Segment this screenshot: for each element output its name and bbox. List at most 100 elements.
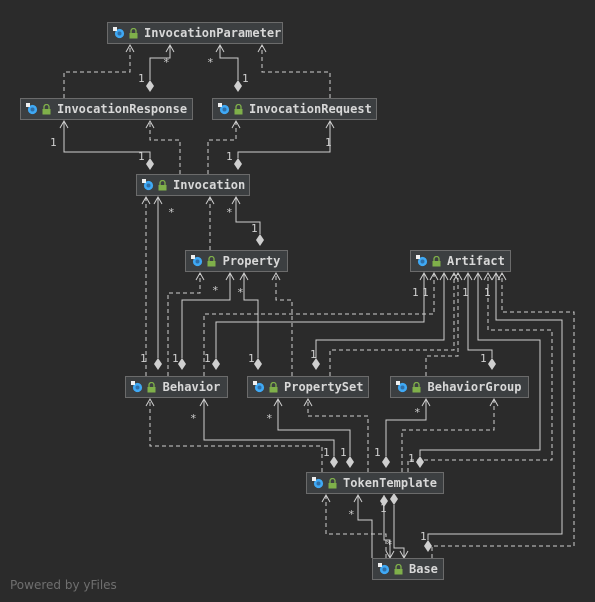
composition-diamond [330, 456, 338, 468]
composition-diamond [382, 456, 390, 468]
class-label: TokenTemplate [343, 476, 437, 490]
multiplicity-label: 1 [323, 446, 330, 459]
class-icon [191, 255, 203, 267]
multiplicity-label: 1 [374, 446, 381, 459]
class-node-behavior-group[interactable]: BehaviorGroup [390, 376, 529, 398]
lock-icon [129, 27, 138, 38]
multiplicity-label: 1 [172, 352, 179, 365]
multiplicity-label: * [237, 286, 244, 299]
class-label: InvocationRequest [249, 102, 372, 116]
class-node-invocation-request[interactable]: InvocationRequest [212, 98, 377, 120]
dashed-edge [407, 273, 553, 472]
class-icon [416, 255, 428, 267]
arrowhead [231, 195, 241, 205]
solid-edge [419, 273, 541, 456]
arrowhead [429, 271, 439, 281]
composition-diamond [212, 358, 220, 370]
multiplicity-label: 1 [412, 286, 419, 299]
arrowhead [419, 271, 429, 281]
multiplicity-label: * [226, 206, 233, 219]
multiplicity-label: 1 [484, 286, 491, 299]
composition-diamond [424, 540, 432, 552]
arrowhead [489, 397, 499, 407]
footer-credit: Powered by yFiles [10, 578, 117, 592]
multiplicity-label: 1 [340, 446, 347, 459]
arrowhead [421, 397, 431, 407]
multiplicity-label: 1 [242, 72, 249, 85]
composition-diamond [234, 80, 242, 92]
arrowhead [271, 271, 281, 281]
dashed-edge [149, 399, 323, 472]
solid-edge [467, 273, 493, 358]
class-node-property[interactable]: Property [185, 250, 288, 272]
class-label: Property [222, 254, 281, 268]
arrowhead [453, 271, 463, 281]
multiplicity-label: * [207, 56, 214, 69]
arrowhead [195, 271, 205, 281]
dashed-edge [325, 495, 387, 558]
class-node-invocation-parameter[interactable]: InvocationParameter [107, 22, 283, 44]
arrowhead [165, 43, 175, 53]
multiplicity-label: * [212, 284, 219, 297]
solid-edge [149, 45, 171, 80]
arrowhead [205, 195, 215, 205]
multiplicity-label: 1 [138, 150, 145, 163]
multiplicity-label: * [414, 406, 421, 419]
class-node-invocation[interactable]: Invocation [136, 174, 250, 196]
class-node-base[interactable]: Base [372, 558, 444, 580]
multiplicity-label: 1 [408, 452, 415, 465]
composition-diamond [254, 358, 262, 370]
multiplicity-label: 1 [138, 72, 145, 85]
multiplicity-label: 1 [248, 352, 255, 365]
arrowhead [273, 397, 283, 407]
composition-diamond [380, 495, 388, 507]
arrowhead [153, 195, 163, 205]
composition-diamond [488, 358, 496, 370]
composition-diamond [146, 80, 154, 92]
dashed-edge [261, 45, 331, 98]
multiplicity-label: 1 [140, 352, 147, 365]
multiplicity-label: 1 [380, 502, 387, 515]
solid-edge [219, 45, 239, 80]
dashed-edge [401, 399, 495, 472]
class-node-token-template[interactable]: TokenTemplate [306, 472, 444, 494]
dashed-edge [425, 273, 459, 376]
solid-edge [315, 273, 445, 358]
composition-diamond [154, 358, 162, 370]
arrowhead [483, 271, 493, 281]
dashed-edge [431, 273, 575, 558]
multiplicity-label: 1 [325, 136, 332, 149]
class-node-property-set[interactable]: PropertySet [247, 376, 369, 398]
lock-icon [234, 103, 243, 114]
multiplicity-label: 1 [310, 348, 317, 361]
dashed-edge [207, 121, 237, 174]
composition-diamond [256, 234, 264, 246]
class-node-behavior[interactable]: Behavior [125, 376, 228, 398]
multiplicity-label: 1 [420, 530, 427, 543]
class-icon [396, 381, 408, 393]
dashed-edge [203, 273, 435, 376]
composition-diamond [146, 158, 154, 170]
arrowhead [353, 493, 363, 503]
solid-edge [385, 399, 427, 456]
multiplicity-label: 1 [204, 352, 211, 365]
multiplicity-label: 1 [50, 136, 57, 149]
class-icon [131, 381, 143, 393]
composition-diamond [234, 158, 242, 170]
class-icon [312, 477, 324, 489]
arrowhead [325, 119, 335, 129]
multiplicity-label: * [190, 412, 197, 425]
arrowhead [145, 119, 155, 129]
class-icon [378, 563, 390, 575]
class-node-artifact[interactable]: Artifact [410, 250, 511, 272]
solid-edge [277, 399, 351, 456]
arrowhead [239, 271, 249, 281]
arrowhead [231, 119, 241, 129]
class-node-invocation-response[interactable]: InvocationResponse [20, 98, 193, 120]
class-label: Behavior [162, 380, 221, 394]
arrowhead [215, 43, 225, 53]
dashed-edge [329, 273, 455, 376]
multiplicity-label: 1 [226, 150, 233, 163]
composition-diamond [178, 358, 186, 370]
